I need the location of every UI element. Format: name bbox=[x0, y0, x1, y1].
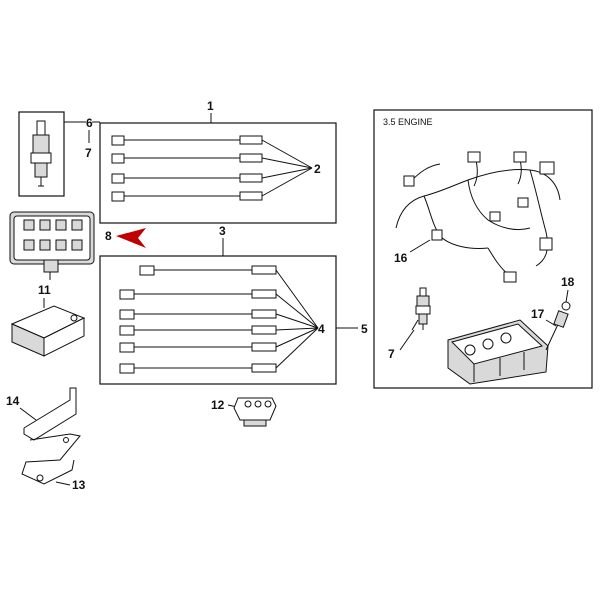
ignition-wire bbox=[111, 191, 263, 202]
ignition-wire bbox=[119, 309, 277, 320]
wiring-harness bbox=[395, 151, 561, 283]
ignition-wire bbox=[119, 363, 277, 374]
callout-7-left: 7 bbox=[85, 146, 92, 160]
callout-17: 17 bbox=[531, 307, 545, 321]
callout-18: 18 bbox=[561, 275, 575, 289]
wire-separator-clip bbox=[233, 397, 277, 427]
callout-2: 2 bbox=[314, 162, 321, 176]
lower-wire-set bbox=[119, 265, 277, 374]
spark-plug-icon bbox=[415, 287, 431, 330]
mounting-bracket bbox=[21, 387, 81, 485]
callout-6: 6 bbox=[86, 116, 93, 130]
upper-wire-set-box bbox=[99, 122, 337, 224]
callout-8: 8 bbox=[105, 229, 112, 243]
engine-cylinder-head bbox=[447, 319, 549, 385]
ignition-coil-pack bbox=[9, 211, 95, 280]
coil-on-plug bbox=[545, 301, 571, 351]
callout-11: 11 bbox=[38, 283, 51, 297]
engine-box-title: 3.5 ENGINE bbox=[383, 117, 433, 127]
callout-5: 5 bbox=[361, 322, 368, 336]
ignition-wire bbox=[111, 153, 263, 164]
engine-3-5-box bbox=[373, 109, 593, 389]
ignition-wire bbox=[119, 342, 277, 353]
ignition-wire bbox=[111, 173, 263, 184]
ignition-wire bbox=[119, 289, 277, 300]
spark-plug-box bbox=[18, 111, 65, 197]
ignition-wire bbox=[119, 325, 277, 336]
lower-wire-set-box bbox=[99, 255, 337, 385]
callout-16: 16 bbox=[394, 251, 408, 265]
callout-14: 14 bbox=[6, 394, 20, 408]
callout-12: 12 bbox=[211, 398, 225, 412]
callout-4: 4 bbox=[318, 322, 325, 336]
callout-13: 13 bbox=[72, 478, 86, 492]
callout-1: 1 bbox=[207, 99, 214, 113]
callout-3: 3 bbox=[219, 224, 226, 238]
red-pointer-arrow-icon bbox=[116, 228, 146, 248]
ignition-wire bbox=[111, 135, 263, 146]
ignition-module bbox=[10, 305, 86, 357]
ignition-wire bbox=[139, 265, 277, 276]
upper-wire-set bbox=[111, 135, 263, 202]
callout-7-right: 7 bbox=[388, 347, 395, 361]
spark-plug-icon bbox=[30, 120, 52, 187]
